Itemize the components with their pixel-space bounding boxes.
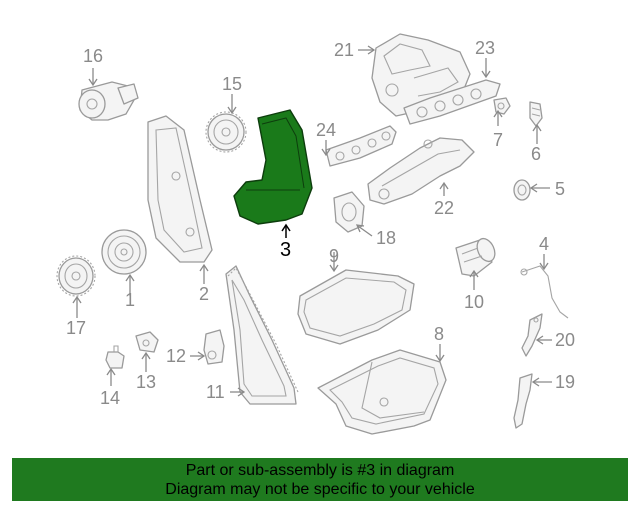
sensor-icon[interactable] [105,345,125,369]
callout-8: 8 [434,324,444,344]
callout-1: 1 [125,290,135,310]
callout-11: 11 [206,382,225,402]
crankshaft-pulley-icon[interactable] [101,229,147,275]
callout-7: 7 [493,130,503,150]
callout-9: 9 [329,246,339,266]
oil-filter-icon[interactable] [455,236,498,277]
upper-timing-cover-icon[interactable] [233,109,313,225]
seal-ring-icon[interactable] [513,179,531,201]
bracket-icon[interactable] [521,313,543,357]
exhaust-gasket-icon[interactable] [325,125,397,167]
callout-labels: 16 15 21 23 24 7 6 5 22 18 3 9 4 10 8 20… [66,38,575,408]
sensor-icon[interactable] [529,101,543,127]
intake-gasket-icon[interactable] [403,79,501,125]
callout-21: 21 [334,40,354,60]
parts-diagram: 16 15 21 23 24 7 6 5 22 18 3 9 4 10 8 20… [56,33,575,435]
callout-14: 14 [100,388,120,408]
callout-24: 24 [316,120,336,140]
tensioner-icon[interactable] [203,329,225,365]
callout-6: 6 [531,144,541,164]
callout-20: 20 [555,330,575,350]
callout-16: 16 [83,46,103,66]
dipstick-icon[interactable] [513,373,533,429]
callout-18: 18 [376,228,396,248]
camshaft-gear-icon[interactable] [205,111,247,153]
exhaust-manifold-icon[interactable] [367,137,475,205]
bracket-icon[interactable] [135,331,159,353]
leader-lines [72,45,552,397]
callout-4: 4 [539,234,549,254]
footer-banner: Part or sub-assembly is #3 in diagram Di… [12,458,628,501]
lower-timing-cover-icon[interactable] [147,115,213,263]
callout-13: 13 [136,372,156,392]
dipstick-tube-icon[interactable] [520,265,569,319]
callout-19: 19 [555,372,575,392]
callout-23: 23 [475,38,495,58]
oil-pan-icon[interactable] [317,349,447,435]
oil-pan-gasket-icon[interactable] [297,269,415,345]
sensor-icon[interactable] [493,97,511,115]
callout-3-selected: 3 [280,239,291,261]
callout-2: 2 [199,284,209,304]
crankshaft-gear-icon[interactable] [56,255,96,297]
callout-10: 10 [464,292,484,312]
callout-17: 17 [66,318,86,338]
timing-belt-icon[interactable] [225,265,299,405]
callout-22: 22 [434,198,454,218]
water-pump-icon[interactable] [78,81,139,121]
footer-line-2: Diagram may not be specific to your vehi… [165,481,475,498]
footer-line-1: Part or sub-assembly is #3 in diagram [185,462,455,479]
callout-5: 5 [555,179,565,199]
callout-12: 12 [166,346,186,366]
callout-15: 15 [222,74,242,94]
